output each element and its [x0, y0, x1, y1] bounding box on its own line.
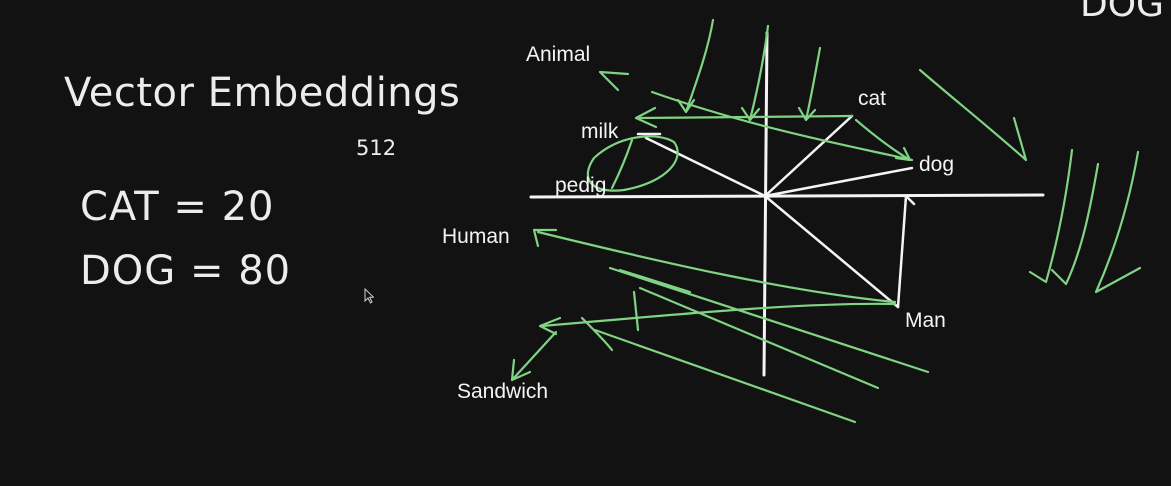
vector-cat: [763, 114, 854, 198]
label-man: Man: [905, 309, 946, 332]
corner-text-cut-off: DOG: [1080, 0, 1164, 25]
vector-milk: [644, 136, 767, 198]
vector-dog: [763, 166, 914, 198]
vectors: [636, 114, 916, 309]
x-axis: [529, 193, 1045, 199]
green-annotations: [510, 18, 1142, 424]
equation-dog: DOG = 80: [80, 248, 292, 294]
dimension-note: 512: [356, 136, 397, 160]
label-sandwich: Sandwich: [457, 380, 548, 403]
label-cat: cat: [858, 87, 886, 110]
slide-title: Vector Embeddings: [64, 70, 461, 116]
label-animal: Animal: [526, 43, 590, 66]
y-axis: [762, 31, 769, 377]
axes: [529, 31, 1045, 377]
equation-cat: CAT = 20: [80, 184, 275, 230]
man-vertical: [896, 194, 916, 309]
vector-man: [763, 194, 900, 309]
label-pedig: pedig: [555, 174, 606, 197]
label-human: Human: [442, 225, 510, 248]
mouse-pointer-icon: [364, 288, 374, 304]
label-dog: dog: [919, 153, 954, 176]
label-milk: milk: [581, 120, 619, 143]
